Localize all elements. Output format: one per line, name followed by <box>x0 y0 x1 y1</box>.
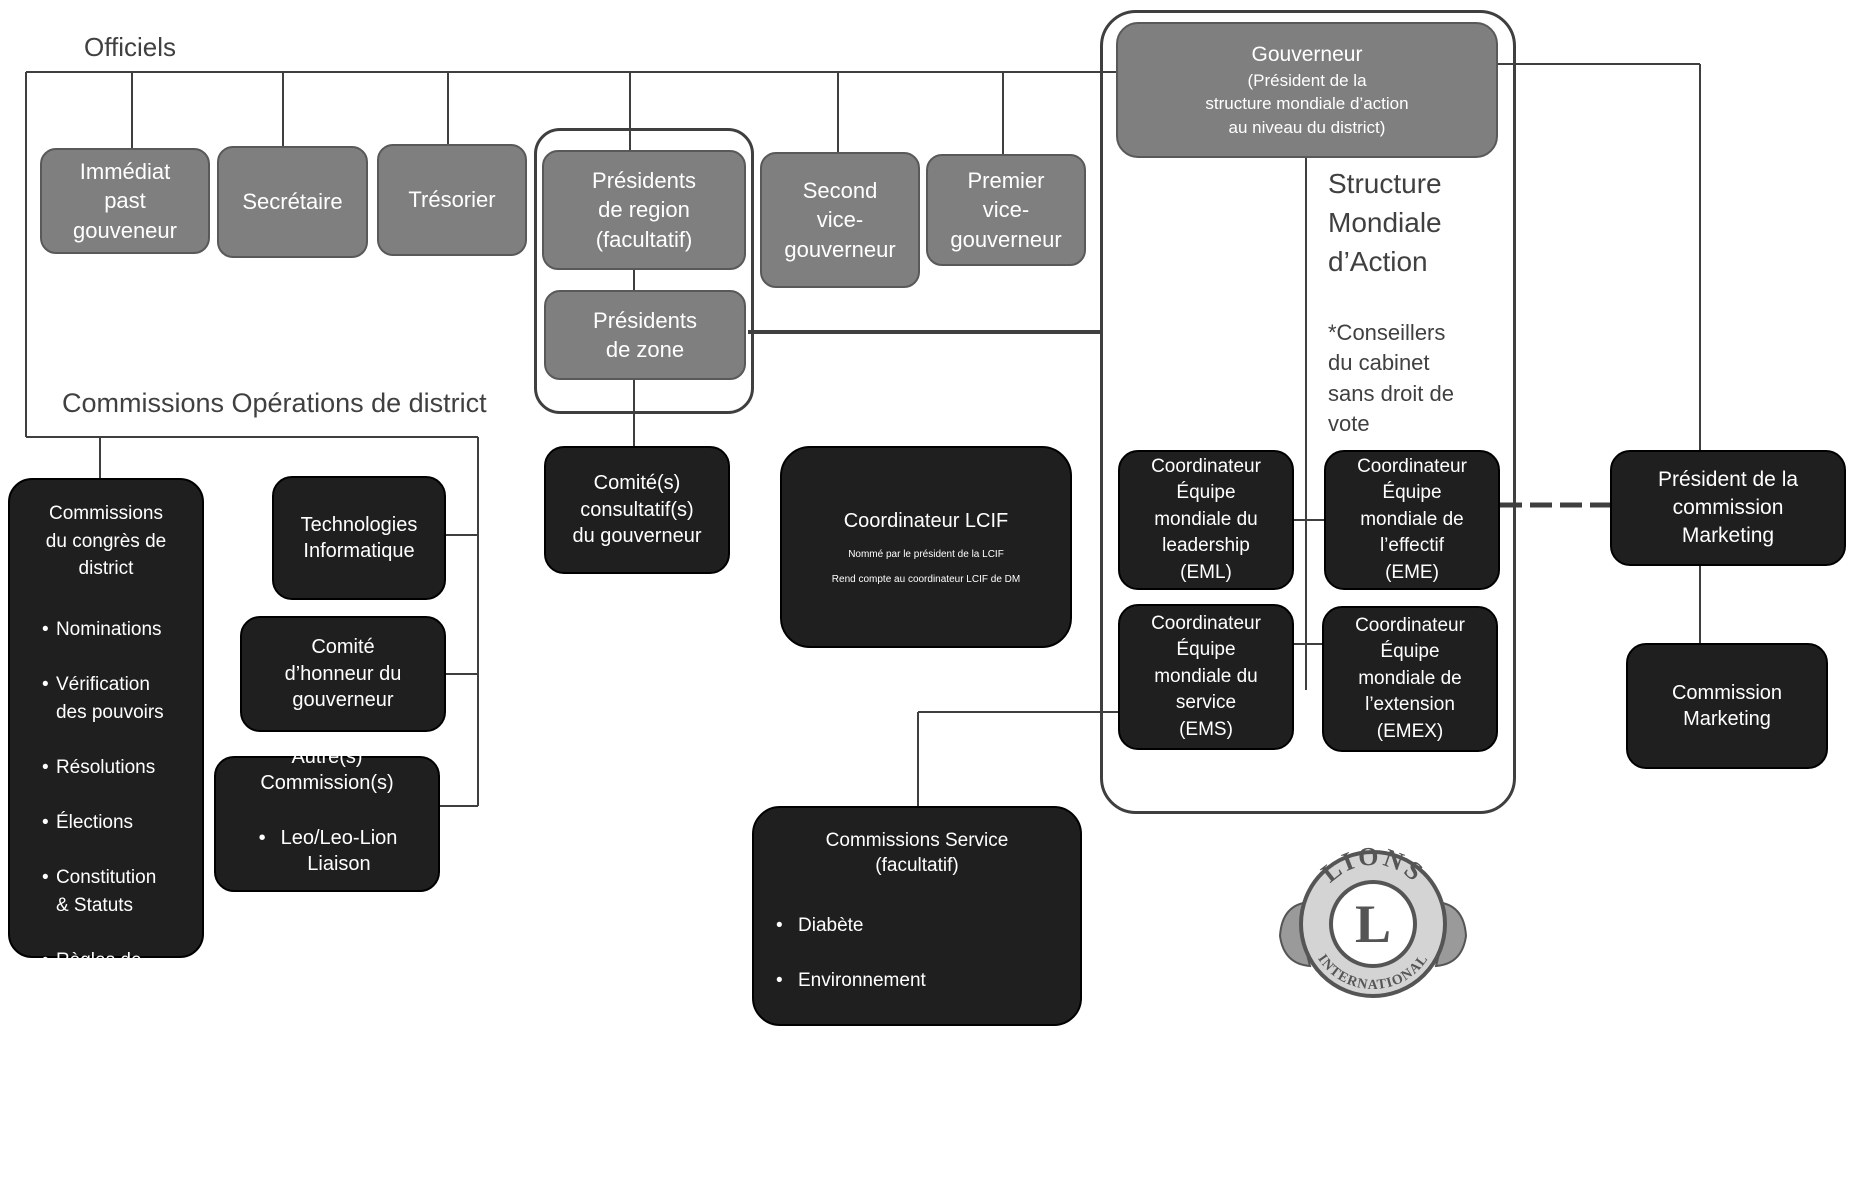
commissions-congres-list: Nominations Vérification des pouvoirs Ré… <box>42 589 170 1112</box>
lcif-reporting-note: Rend compte au coordinateur LCIF de DM <box>831 574 1021 586</box>
lions-international-logo: LIONS L INTERNATIONAL <box>1278 842 1468 998</box>
comites-consultatifs-box[interactable]: Comité(s) consultatif(s) du gouverneur <box>544 446 730 574</box>
structure-mondiale-heading: Structure Mondiale d’Action <box>1328 168 1442 278</box>
second-vice-gouverneur-box[interactable]: Second vice- gouverneur <box>760 152 920 288</box>
officiels-heading: Officiels <box>84 32 176 62</box>
presidents-zone-box[interactable]: Présidents de zone <box>544 290 746 380</box>
list-item: Santé oculaire <box>774 1132 960 1160</box>
list-item: Diabète <box>774 912 960 940</box>
commissions-congres-box[interactable]: Commissions du congrès de district Nomin… <box>8 478 204 1081</box>
global-action-structure-frame <box>1100 10 1516 814</box>
commissions-service-box[interactable]: Commissions Service (facultatif) Diabète… <box>752 806 1082 1159</box>
connector-lines <box>25 63 1701 807</box>
list-item: Résolutions <box>42 754 170 782</box>
list-item: Leo/Leo-Lion Liaison <box>257 825 398 878</box>
autres-commissions-title: Autre(s) Commission(s) <box>260 745 394 795</box>
president-commission-marketing-box[interactable]: Président de la commission Marketing <box>1610 450 1846 566</box>
regional-leadership-frame <box>534 128 754 414</box>
list-item: Constitution & Statuts <box>42 864 170 919</box>
list-item: Règles de procédure <box>42 947 170 1002</box>
commissions-congres-title: Commissions du congrès de district <box>45 503 167 580</box>
autres-commissions-box[interactable]: Autre(s) Commission(s) Leo/Leo-Lion Liai… <box>214 746 440 892</box>
list-item: Élections <box>42 809 170 837</box>
presidents-region-box[interactable]: Présidents de region (facultatif) <box>542 150 746 270</box>
autres-commissions-list: Leo/Leo-Lion Liaison <box>257 799 398 905</box>
gouverneur-box[interactable]: Gouverneur (Président de la structure mo… <box>1116 22 1498 158</box>
conseillers-note: *Conseillers du cabinet sans droit de vo… <box>1328 320 1454 437</box>
commissions-service-title: Commissions Service (facultatif) <box>825 830 1009 877</box>
immediat-past-gouverneur-box[interactable]: Immédiat past gouveneur <box>40 148 210 254</box>
list-item: Environnement <box>774 967 960 995</box>
commissions-operations-heading: Commissions Opérations de district <box>62 388 487 418</box>
list-item: Cancer infantile <box>774 1077 960 1105</box>
commissions-service-list: Diabète Environnement Lutte contre la fa… <box>774 884 960 1187</box>
logo-letter: L <box>1355 894 1391 954</box>
premier-vice-gouverneur-box[interactable]: Premier vice- gouverneur <box>926 154 1086 266</box>
coordinateur-lcif-title: Coordinateur LCIF <box>843 509 1009 532</box>
list-item: Convention internationale <box>42 1029 170 1084</box>
secretaire-box[interactable]: Secrétaire <box>217 146 368 258</box>
coordinateur-emex-box[interactable]: Coordinateur Équipe mondiale de l’extens… <box>1322 606 1498 752</box>
coordinateur-lcif-box[interactable]: Coordinateur LCIF Nommé par le président… <box>780 446 1072 648</box>
comite-honneur-box[interactable]: Comité d’honneur du gouverneur <box>240 616 446 732</box>
gouverneur-detail: (Président de la structure mondiale d’ac… <box>1205 70 1409 137</box>
commission-marketing-box[interactable]: Commission Marketing <box>1626 643 1828 769</box>
coordinateur-eme-box[interactable]: Coordinateur Équipe mondiale de l’effect… <box>1324 450 1500 590</box>
technologies-informatique-box[interactable]: Technologies Informatique <box>272 476 446 600</box>
list-item: Vérification des pouvoirs <box>42 671 170 726</box>
coordinateur-ems-box[interactable]: Coordinateur Équipe mondiale du service … <box>1118 604 1294 750</box>
list-item: Nominations <box>42 616 170 644</box>
gouverneur-title: Gouverneur <box>1251 42 1363 66</box>
lcif-nomination-note: Nommé par le président de la LCIF <box>848 549 1004 561</box>
coordinateur-eml-box[interactable]: Coordinateur Équipe mondiale du leadersh… <box>1118 450 1294 590</box>
tresorier-box[interactable]: Trésorier <box>377 144 527 256</box>
list-item: Lutte contre la faim <box>774 1022 960 1050</box>
